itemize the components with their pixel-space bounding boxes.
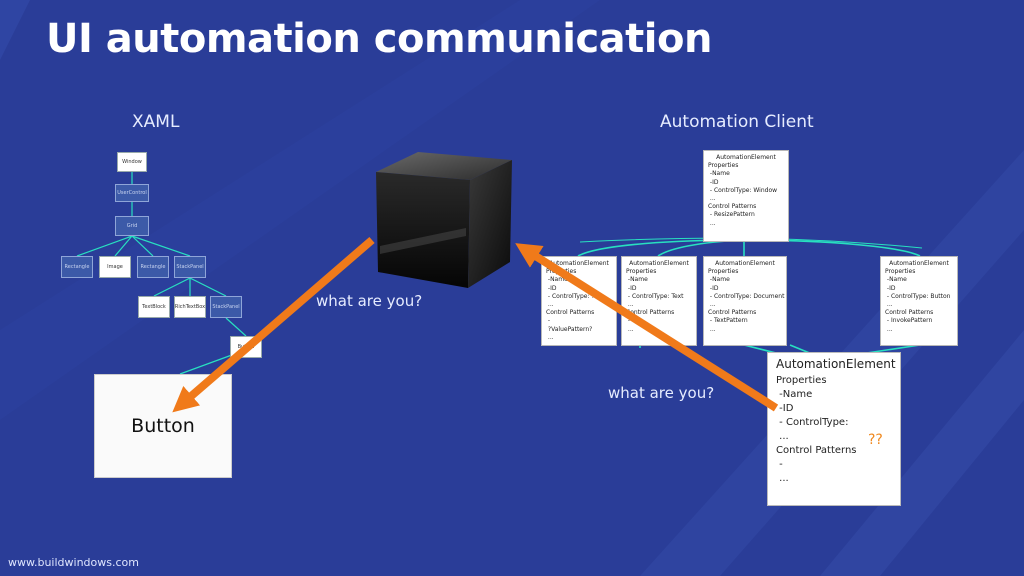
xaml-node-image: Image [99, 256, 131, 278]
card-line: -Name [546, 276, 568, 284]
card-line: ... [885, 301, 893, 309]
card-line: -ID [885, 284, 896, 292]
card-line: - ResizePattern [708, 211, 755, 219]
card-line: Properties [776, 375, 827, 386]
card-line: Properties [708, 162, 739, 170]
card-line: ... [626, 301, 634, 309]
card-line: ... [626, 325, 634, 333]
card-line: -ID [708, 284, 719, 292]
card-line: - ControlType: ? [546, 292, 595, 300]
card-line: - [776, 459, 783, 470]
card-line: - [626, 317, 631, 325]
card-line: -ID [546, 284, 557, 292]
card-line: -Name [885, 276, 907, 284]
card-line: -ID [708, 178, 719, 186]
button-element: Button [94, 374, 232, 478]
child-card-2: AutomationElement Properties -Name -ID -… [621, 256, 697, 346]
card-line: Control Patterns [708, 309, 757, 317]
question-right: what are you? [608, 384, 715, 402]
card-header: AutomationElement [549, 260, 609, 267]
child-card-4: AutomationElement Properties -Name -ID -… [880, 256, 958, 346]
xaml-node-window: Window [117, 152, 147, 172]
xaml-node-rectangle-2: Rectangle [137, 256, 169, 278]
card-line: ... [708, 325, 716, 333]
card-line: Control Patterns [885, 309, 934, 317]
card-line: ... [708, 219, 716, 227]
card-line: - ControlType: Text [626, 292, 684, 300]
question-marks: ?? [868, 432, 883, 448]
card-line: - ControlType: [776, 417, 849, 428]
card-line: Properties [626, 268, 657, 276]
big-automation-element-card: AutomationElement Properties -Name -ID -… [767, 352, 901, 506]
card-line: - InvokePattern [885, 317, 933, 325]
card-header: AutomationElement [776, 357, 896, 371]
card-line: Control Patterns [546, 309, 595, 317]
card-line: ... [708, 301, 716, 309]
card-line: ?ValuePattern? [546, 325, 593, 333]
xaml-node-stackpanel-2: StackPanel [210, 296, 242, 318]
card-line: Properties [708, 268, 739, 276]
xaml-label: XAML [132, 112, 180, 132]
xaml-node-textblock: TextBlock [138, 296, 170, 318]
card-line: - ControlType: Button [885, 292, 951, 300]
xaml-node-rectangle-1: Rectangle [61, 256, 93, 278]
card-header: AutomationElement [629, 260, 689, 267]
card-line: -ID [626, 284, 637, 292]
card-line: - [546, 317, 551, 325]
xaml-node-grid: Grid [115, 216, 149, 236]
card-line: ... [776, 431, 789, 442]
child-card-3: AutomationElement Properties -Name -ID -… [703, 256, 787, 346]
card-line: ... [885, 325, 893, 333]
card-line: ... [546, 333, 554, 341]
xaml-node-usercontrol: UserControl [115, 184, 149, 202]
card-line: Control Patterns [708, 203, 757, 211]
card-line: Control Patterns [776, 445, 857, 456]
question-left: what are you? [316, 292, 423, 310]
page-title: UI automation communication [46, 16, 712, 62]
xaml-node-button-small: Button [230, 336, 262, 358]
card-line: -Name [708, 276, 730, 284]
root-automation-element-card: AutomationElement Properties -Name -ID -… [703, 150, 789, 242]
card-header: AutomationElement [716, 154, 776, 161]
xaml-node-stackpanel: StackPanel [174, 256, 206, 278]
card-line: Control Patterns [626, 309, 675, 317]
card-line: ... [776, 473, 789, 484]
card-line: Properties [546, 268, 577, 276]
card-header: AutomationElement [889, 260, 949, 267]
card-line: -Name [708, 170, 730, 178]
footer-url[interactable]: www.buildwindows.com [8, 556, 139, 569]
card-line: -ID [776, 403, 794, 414]
child-card-1: AutomationElement Properties -Name -ID -… [541, 256, 617, 346]
card-line: - TextPattern [708, 317, 748, 325]
card-line: - ControlType: Window [708, 186, 778, 194]
card-header: AutomationElement [715, 260, 775, 267]
card-line: ... [546, 301, 554, 309]
card-line: -Name [626, 276, 648, 284]
automation-client-label: Automation Client [660, 112, 814, 132]
card-line: Properties [885, 268, 916, 276]
card-line: - ControlType: Document [708, 292, 785, 300]
card-line: ... [708, 195, 716, 203]
card-line: -Name [776, 389, 813, 400]
xaml-node-richtextbox: RichTextBox [174, 296, 206, 318]
